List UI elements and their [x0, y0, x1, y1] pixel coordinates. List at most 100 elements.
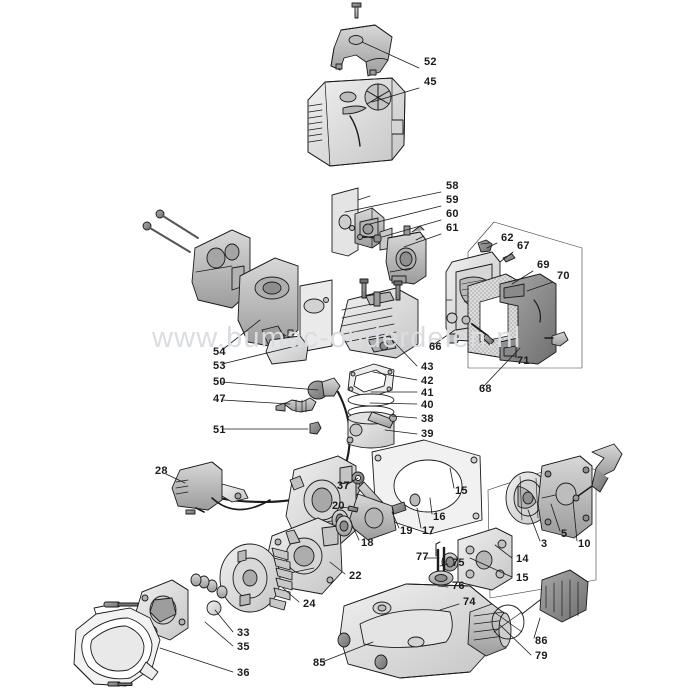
callout-58: 58 — [446, 180, 459, 192]
leader-line-35 — [204, 621, 234, 647]
callout-45: 45 — [424, 76, 437, 88]
callout-36: 36 — [237, 667, 250, 679]
part-washers-35 — [190, 573, 228, 616]
leader-line-61 — [403, 233, 442, 248]
leader-line-18 — [349, 519, 360, 541]
callout-67: 67 — [517, 240, 530, 252]
callout-22: 22 — [349, 570, 362, 582]
callout-59: 59 — [446, 194, 459, 206]
part-baffle-58 — [331, 187, 371, 257]
leader-line-15b — [469, 557, 513, 578]
leader-line-28 — [165, 473, 186, 484]
callout-18: 18 — [361, 537, 374, 549]
callout-54: 54 — [213, 346, 226, 358]
callout-47: 47 — [213, 393, 226, 405]
leader-line-62 — [486, 242, 498, 249]
part-spark-plug-47 — [275, 397, 317, 413]
callout-15: 15 — [455, 485, 468, 497]
part-bolts-muffler — [142, 209, 199, 253]
leader-line-20 — [340, 506, 350, 509]
leader-line-38 — [391, 415, 418, 419]
callout-75: 75 — [452, 557, 465, 569]
callout-40: 40 — [421, 399, 434, 411]
part-plug-cap — [307, 377, 341, 400]
part-fuel-cap-86 — [521, 569, 589, 623]
leader-line-45 — [371, 87, 420, 103]
part-screw-52 — [351, 2, 362, 19]
leader-line-60 — [381, 219, 442, 238]
part-screw-66 — [446, 312, 495, 346]
callout-5: 5 — [561, 528, 568, 540]
callout-15b: 15 — [516, 572, 529, 584]
part-seal-17 — [409, 493, 421, 507]
part-muffler-gasket — [299, 279, 333, 353]
part-piston-ring-41 — [347, 393, 395, 407]
callout-70: 70 — [557, 270, 570, 282]
part-top-cover-52 — [330, 24, 393, 77]
leader-line-33 — [214, 609, 234, 633]
leader-line-16 — [429, 497, 433, 515]
callout-19: 19 — [400, 525, 413, 537]
part-engine-cover-45 — [307, 77, 406, 167]
callout-51: 51 — [213, 424, 226, 436]
part-starter-housing-5 — [537, 455, 593, 539]
part-tank-gasket-79 — [491, 604, 525, 640]
callout-79: 79 — [535, 650, 548, 662]
callout-20: 20 — [332, 500, 345, 512]
leader-line-42 — [372, 371, 418, 381]
callout-60: 60 — [446, 208, 459, 220]
part-starter-cover-36 — [73, 605, 161, 687]
leader-line-66 — [432, 329, 456, 346]
callout-53: 53 — [213, 360, 226, 372]
part-clip-62 — [477, 239, 493, 253]
callout-10: 10 — [578, 538, 591, 550]
leader-line-58 — [344, 191, 442, 213]
callout-61: 61 — [446, 222, 459, 234]
group-box-68 — [467, 221, 583, 369]
callout-17: 17 — [422, 525, 435, 537]
callout-68: 68 — [479, 383, 492, 395]
leader-line-5 — [550, 503, 561, 532]
part-bracket-50 — [265, 329, 309, 365]
leader-line-75 — [439, 563, 449, 567]
leader-line-79 — [499, 624, 532, 656]
callout-66: 66 — [429, 341, 442, 353]
leader-line-50 — [221, 381, 319, 391]
part-key-20 — [347, 505, 359, 513]
leader-line-52 — [361, 41, 420, 69]
leader-line-14 — [494, 544, 513, 559]
part-fuel-tank-85 — [337, 583, 512, 679]
part-starter-pulley-3 — [505, 471, 551, 525]
part-carburetor-61 — [385, 225, 427, 285]
leader-line-53 — [221, 344, 301, 365]
callout-38: 38 — [421, 413, 434, 425]
callout-69: 69 — [537, 259, 550, 271]
leader-line-24 — [282, 587, 300, 603]
part-gasket-42 — [347, 363, 395, 399]
part-knob-71 — [544, 331, 569, 347]
part-air-filter-cover-70 — [499, 273, 557, 365]
callout-71: 71 — [517, 355, 530, 367]
leader-line-40 — [369, 402, 418, 405]
callout-62: 62 — [501, 232, 514, 244]
callout-14: 14 — [516, 553, 529, 565]
leader-line-59 — [369, 205, 442, 225]
part-heatshield-54 — [191, 229, 251, 309]
leader-line-22 — [329, 561, 346, 575]
callout-16: 16 — [433, 511, 446, 523]
leader-line-19 — [391, 511, 400, 529]
leader-line-76 — [437, 585, 449, 588]
part-cylinder-43 — [339, 278, 419, 359]
callout-74: 74 — [463, 596, 476, 608]
callout-50: 50 — [213, 376, 226, 388]
callout-39: 39 — [421, 428, 434, 440]
callout-43: 43 — [421, 361, 434, 373]
callout-76: 76 — [452, 580, 465, 592]
part-mount-plate-14 — [441, 527, 513, 591]
callout-52: 52 — [424, 56, 437, 68]
leader-line-86 — [533, 617, 541, 639]
leader-line-67 — [499, 251, 514, 263]
callout-3: 3 — [541, 538, 548, 550]
